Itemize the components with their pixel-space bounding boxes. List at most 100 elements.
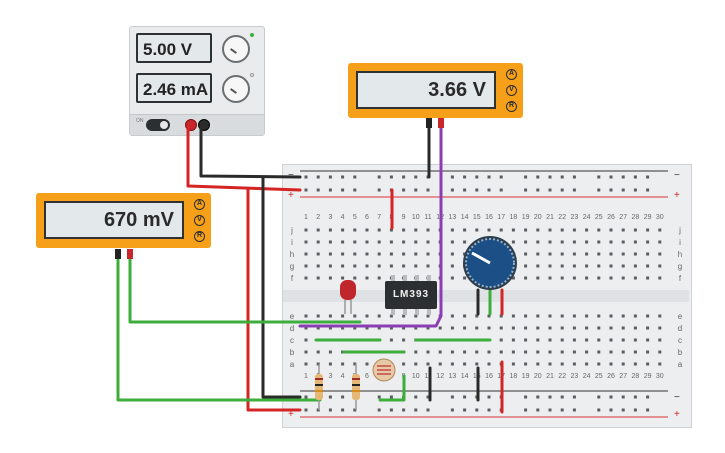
terminal-hole [438,326,442,330]
row-letter: i [291,238,293,247]
column-number: 28 [632,373,640,380]
terminal-hole [560,276,564,280]
rail-hole [536,175,540,179]
terminal-hole [548,276,552,280]
column-number: 21 [546,373,554,380]
terminal-hole [328,362,332,366]
terminal-hole [609,362,613,366]
terminal-hole [560,264,564,268]
mode-ammeter-button[interactable]: A [506,69,517,80]
column-number: 30 [656,214,664,221]
column-number: 18 [510,373,518,380]
terminal-hole [633,326,637,330]
rail-hole [572,188,576,192]
terminal-hole [341,362,345,366]
power-switch-icon[interactable] [146,119,170,131]
rail-hole [328,175,332,179]
rail-hole [475,408,479,412]
terminal-hole [377,228,381,232]
rail-hole [646,175,650,179]
terminal-hole [548,252,552,256]
terminal-hole [389,326,393,330]
terminal-hole [499,350,503,354]
terminal-hole [316,252,320,256]
ic-pin [415,308,419,315]
column-number: 23 [571,214,579,221]
terminal-hole [646,362,650,366]
terminal-hole [585,264,589,268]
column-number: 23 [571,373,579,380]
terminal-hole [536,338,540,342]
terminal-hole [402,314,406,318]
terminal-hole [353,326,357,330]
terminal-hole [304,326,308,330]
mode-ohmmeter-button[interactable]: R [194,231,205,242]
terminal-hole [414,314,418,318]
rail-hole [621,175,625,179]
terminal-hole [585,276,589,280]
power-supply: 5.00 V 2.46 mA ON [129,26,265,136]
mode-ohmmeter-button[interactable]: R [506,101,517,112]
rail-hole [597,395,601,399]
mode-ammeter-button[interactable]: A [194,199,205,210]
terminal-hole [621,252,625,256]
terminal-hole [633,350,637,354]
voltage-display: 5.00 V [136,33,212,63]
terminal-hole [511,228,515,232]
rail-hole [597,408,601,412]
terminal-hole [365,314,369,318]
terminal-hole [658,264,662,268]
terminal-hole [609,276,613,280]
mode-voltmeter-button[interactable]: V [194,215,205,226]
terminal-hole [426,326,430,330]
column-number: 25 [595,214,603,221]
rail-hole [609,408,613,412]
terminal-hole [524,314,528,318]
row-letter: d [290,324,294,333]
terminal-hole [450,252,454,256]
terminal-hole [353,264,357,268]
row-letter: h [678,250,682,259]
rail-hole [377,188,381,192]
ic-pin [415,275,419,282]
column-number: 24 [583,373,591,380]
terminal-hole [646,314,650,318]
terminal-hole [365,276,369,280]
terminal-hole [621,362,625,366]
rail-hole [353,188,357,192]
column-number: 19 [522,373,530,380]
terminal-hole [316,314,320,318]
column-number: 14 [461,214,469,221]
terminal-hole [328,350,332,354]
column-number: 17 [497,214,505,221]
terminal-hole [585,362,589,366]
row-letter: b [678,348,683,357]
mode-voltmeter-button[interactable]: V [506,85,517,96]
terminal-hole [463,228,467,232]
current-knob[interactable] [222,75,250,103]
terminal-hole [621,338,625,342]
voltage-knob[interactable] [222,35,250,63]
column-number: 10 [412,214,420,221]
rail-hole [450,395,454,399]
multimeter-left[interactable]: 670 mV A V R [36,193,211,248]
terminal-hole [511,326,515,330]
terminal-hole [646,326,650,330]
row-letter: d [678,324,682,333]
terminal-hole [316,362,320,366]
column-number: 26 [607,373,615,380]
lm393-chip[interactable]: LM393 [385,281,437,309]
rail-hole [487,395,491,399]
terminal-hole [560,252,564,256]
terminal-hole [548,362,552,366]
multimeter-top[interactable]: 3.66 V A V R [348,63,523,118]
terminal-hole [560,228,564,232]
terminal-hole [402,326,406,330]
terminal-hole [548,326,552,330]
center-channel [283,290,689,302]
terminal-hole [609,264,613,268]
terminal-hole [609,252,613,256]
row-letter: g [678,262,682,271]
rail-hole [633,408,637,412]
terminal-hole [633,362,637,366]
